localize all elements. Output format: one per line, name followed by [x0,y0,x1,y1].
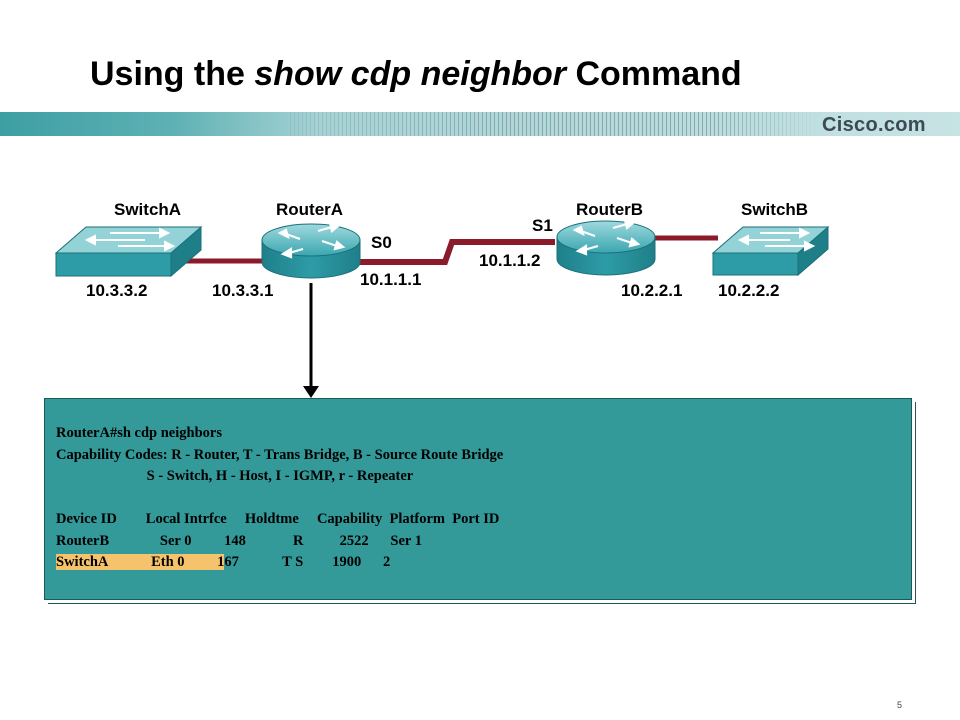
slide-title: Using the show cdp neighbor Command [90,55,742,94]
address-router-b-lan: 10.2.2.1 [621,281,683,300]
label-interface-s0: S0 [371,233,392,252]
cdp-output-panel: RouterA#sh cdp neighbors Capability Code… [44,398,912,600]
address-router-a-lan: 10.3.3.1 [212,281,274,300]
output-column-header: Device ID Local Intrfce Holdtme Capabili… [56,511,500,527]
label-switch-a: SwitchA [114,200,182,219]
output-capability-line-1: Capability Codes: R - Router, T - Trans … [56,446,504,463]
router-b-icon [556,218,656,276]
label-router-b: RouterB [576,200,644,219]
router-a-icon [261,221,361,279]
address-switch-b: 10.2.2.2 [718,281,780,300]
output-row-switcha-rest: 67 T S 1900 2 [224,554,391,570]
label-interface-s1: S1 [532,216,553,235]
switch-b-icon [711,225,830,277]
title-command: show cdp neighbor [254,55,567,93]
serial-link [355,239,555,265]
title-prefix: Using the [90,55,255,93]
label-router-a: RouterA [276,200,344,219]
pointer-arrow-head [303,386,319,398]
address-router-a-s0: 10.1.1.1 [360,270,422,289]
switch-a-icon [54,225,203,278]
output-row-routerb: RouterB Ser 0 148 R 2522 Ser 1 [56,532,422,549]
page-number: 5 [896,700,902,710]
brand-logo: Cisco.com [822,114,926,136]
address-switch-a: 10.3.3.2 [86,281,148,300]
output-prompt: RouterA#sh cdp neighbors [56,425,222,441]
label-switch-b: SwitchB [741,200,809,219]
output-row-switcha-highlight: SwitchA Eth 0 1 [56,554,225,570]
title-suffix: Command [566,55,742,93]
output-capability-line-2: S - Switch, H - Host, I - IGMP, r - Repe… [56,468,414,484]
address-router-b-s1: 10.1.1.2 [479,251,541,270]
cdp-output-text: RouterA#sh cdp neighbors Capability Code… [56,423,503,574]
header-stripes [290,112,820,136]
